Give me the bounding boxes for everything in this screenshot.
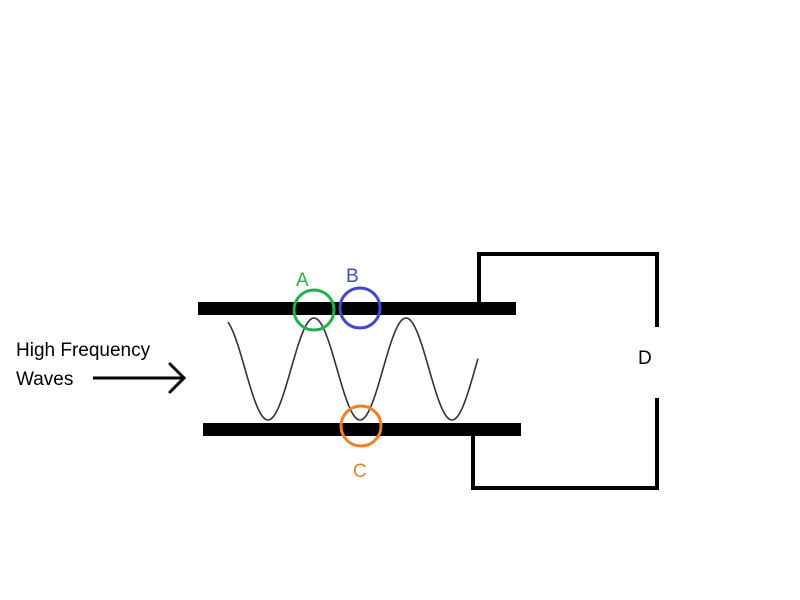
label-d: D	[638, 348, 652, 369]
bottom-plate	[203, 423, 521, 436]
top-circuit-wire	[477, 252, 659, 327]
top-plate	[198, 302, 516, 315]
input-arrow	[93, 362, 187, 394]
circle-b	[338, 286, 382, 330]
label-a: A	[296, 270, 309, 291]
circle-c	[339, 404, 383, 448]
circle-a	[292, 288, 336, 332]
wave-curve	[227, 317, 479, 421]
input-label-line1: High Frequency	[16, 340, 151, 361]
input-label-line2: Waves	[16, 369, 73, 390]
label-b: B	[346, 266, 359, 287]
label-c: C	[353, 461, 367, 482]
bottom-circuit-wire	[471, 398, 659, 490]
